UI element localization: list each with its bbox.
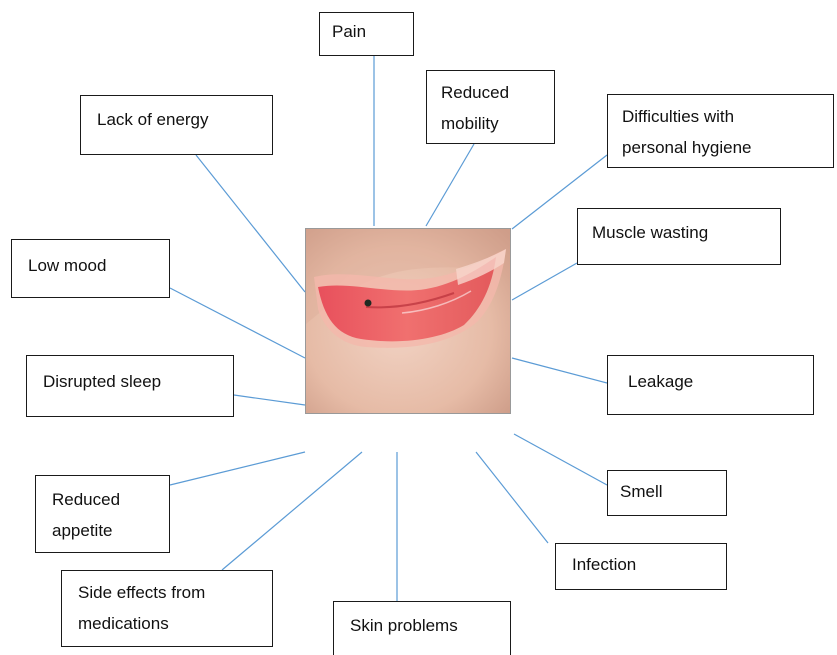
wound-photo (305, 228, 511, 414)
label-side-effects: Side effects from medications (61, 570, 273, 647)
connector-reduced-mobility (426, 144, 474, 226)
label-lack-of-energy: Lack of energy (80, 95, 273, 155)
label-smell: Smell (607, 470, 727, 516)
label-infection: Infection (555, 543, 727, 590)
connector-disrupted-sleep (234, 395, 305, 405)
connector-lack-of-energy (196, 155, 305, 292)
label-pain: Pain (319, 12, 414, 56)
label-low-mood: Low mood (11, 239, 170, 298)
connector-reduced-appetite (170, 452, 305, 485)
label-personal-hygiene: Difficulties with personal hygiene (607, 94, 834, 168)
label-muscle-wasting: Muscle wasting (577, 208, 781, 265)
connector-leakage (512, 358, 607, 383)
label-leakage: Leakage (607, 355, 814, 415)
label-reduced-appetite: Reduced appetite (35, 475, 170, 553)
label-skin-problems: Skin problems (333, 601, 511, 655)
label-reduced-mobility: Reduced mobility (426, 70, 555, 144)
connector-infection (476, 452, 548, 543)
label-disrupted-sleep: Disrupted sleep (26, 355, 234, 417)
connector-low-mood (170, 288, 305, 358)
connector-smell (514, 434, 607, 485)
connector-side-effects (222, 452, 362, 570)
connector-muscle-wasting (512, 263, 577, 300)
